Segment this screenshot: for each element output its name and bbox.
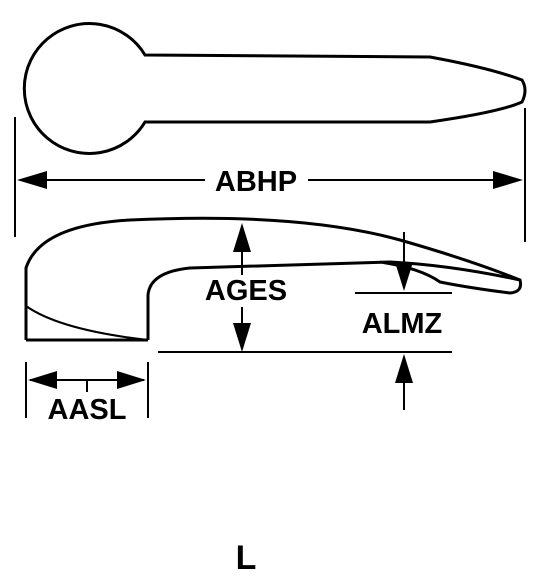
view-letter: L: [236, 539, 257, 577]
abhp-arrow-right: [493, 171, 523, 189]
aasl-label: AASL: [48, 394, 127, 426]
almz-label: ALMZ: [362, 308, 443, 340]
side-view-outline: [24, 216, 522, 342]
aasl-arrow-right: [117, 371, 146, 389]
ages-arrow-down: [233, 323, 251, 352]
abhp-label: ABHP: [215, 166, 297, 198]
ages-label: AGES: [205, 275, 287, 307]
aasl-arrow-left: [28, 371, 57, 389]
abhp-arrow-left: [17, 171, 47, 189]
side-view-underside: [25, 305, 149, 341]
top-view-outline: [22, 22, 527, 155]
almz-arrow-up: [395, 354, 413, 383]
ages-arrow-up: [233, 223, 251, 252]
almz-arrow-down: [395, 262, 413, 291]
